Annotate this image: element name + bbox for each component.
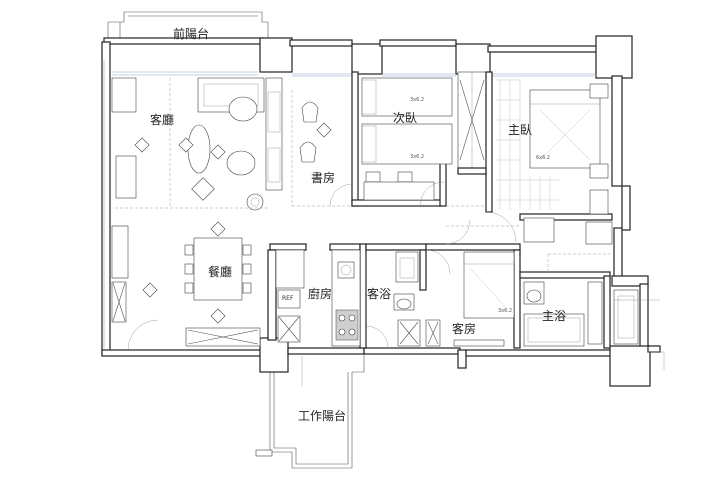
door-swing (445, 219, 471, 245)
corridor-lines (446, 205, 520, 227)
second-bedroom-label: 次臥 (393, 111, 418, 125)
exterior-lines (614, 299, 665, 370)
guest-room-label: 客房 (452, 322, 477, 336)
dining-furniture (111, 221, 261, 351)
master-bedroom-furniture (485, 79, 609, 243)
bed-dimension-label: 3x6.2 (410, 97, 425, 103)
master-bedroom-label: 主臥 (508, 123, 533, 137)
living-room-label: 客廳 (150, 113, 175, 127)
service-balcony-label: 工作陽台 (298, 409, 347, 423)
kitchen-label: 廚房 (308, 287, 333, 301)
guest-bath-fixtures (365, 251, 421, 349)
interior-walls (267, 71, 613, 349)
bed-dimension-label: 6x6.2 (536, 155, 551, 161)
outer-walls (101, 11, 661, 387)
windows (103, 60, 596, 350)
service-balcony (255, 354, 365, 469)
study-features (291, 90, 353, 207)
second-bedroom-furniture (361, 77, 453, 207)
kitchen-fixtures (275, 249, 361, 386)
bed-dimension-label: 3x6.2 (410, 154, 425, 160)
master-bath-label: 主浴 (542, 309, 567, 323)
bed-dimension-label: 3x6.2 (498, 308, 513, 314)
dining-room-label: 餐廳 (208, 265, 233, 279)
front-balcony-label: 前陽台 (173, 27, 210, 41)
master-bath-fixtures (523, 253, 639, 347)
living-furniture (110, 77, 332, 211)
study-label: 書房 (311, 171, 336, 185)
guest-room-furniture (425, 249, 515, 347)
refrigerator-label: REF (282, 295, 294, 302)
guest-bath-label: 客浴 (367, 287, 392, 301)
